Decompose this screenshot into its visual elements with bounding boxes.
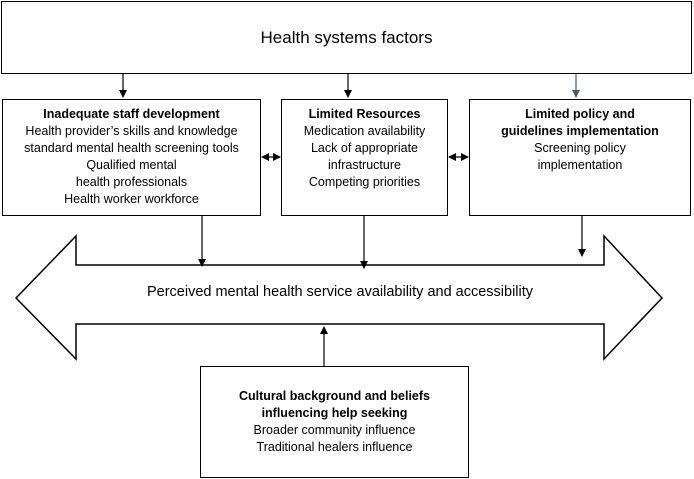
limited-resources-line: infrastructure (328, 158, 401, 172)
policy-implementation-heading: Limited policy and (525, 107, 635, 121)
limited-resources-box: Limited Resources Medication availabilit… (281, 99, 448, 216)
staff-development-line: standard mental health screening tools (24, 141, 239, 155)
cultural-background-heading: Cultural background and beliefs (239, 389, 430, 403)
staff-development-box: Inadequate staff development Health prov… (2, 99, 261, 216)
limited-resources-line: Lack of appropriate (310, 141, 418, 155)
limited-resources-line: Competing priorities (308, 175, 421, 189)
cultural-background-line: Broader community influence (253, 423, 416, 437)
policy-implementation-heading: guidelines implementation (501, 124, 659, 138)
policy-implementation-line: implementation (537, 158, 623, 172)
limited-resources-line: Medication availability (303, 124, 426, 138)
staff-development-line: health professionals (75, 175, 188, 189)
health-systems-factors-box: Health systems factors (1, 1, 692, 74)
limited-resources-heading: Limited Resources (308, 107, 421, 121)
central-arrow-label: Perceived mental health service availabi… (146, 284, 534, 300)
staff-development-line: Health worker workforce (64, 192, 199, 206)
cultural-background-line: Traditional healers influence (256, 440, 413, 454)
health-systems-factors-title: Health systems factors (260, 28, 433, 47)
policy-implementation-line: Screening policy (534, 141, 626, 155)
staff-development-line: Qualified mental (86, 158, 177, 172)
cultural-background-heading: influencing help seeking (261, 406, 408, 420)
staff-development-line: Health provider’s skills and knowledge (25, 124, 238, 138)
staff-development-heading: Inadequate staff development (43, 107, 220, 121)
cultural-background-box: Cultural background and beliefs influenc… (200, 366, 469, 478)
double-headed-block-arrow (14, 234, 664, 361)
policy-implementation-box: Limited policy and guidelines implementa… (469, 99, 691, 216)
